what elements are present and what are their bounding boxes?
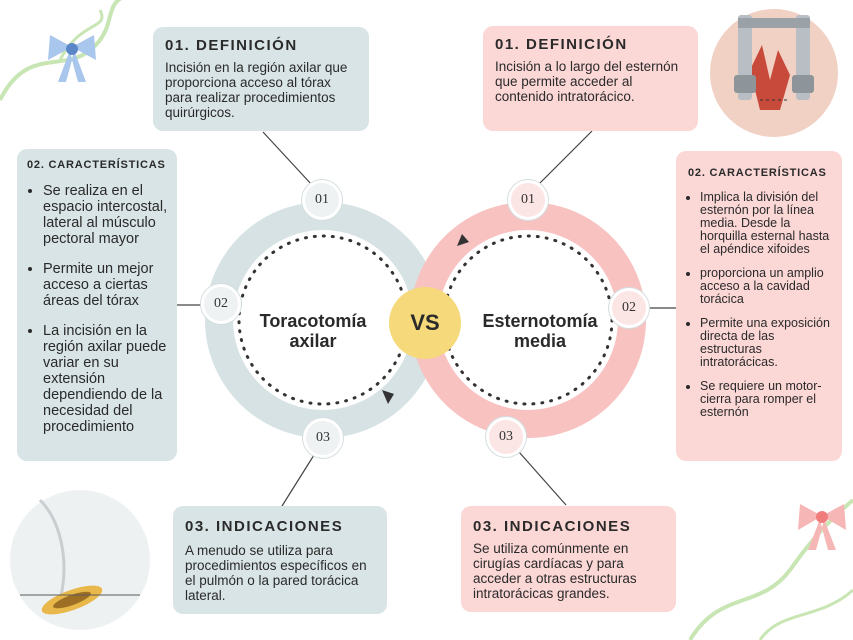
left-node-01: 01 xyxy=(302,180,342,220)
left-characteristics-box: 02. CARACTERÍSTICAS Se realiza en el esp… xyxy=(17,149,177,461)
right-indications-text: Se utiliza comúnmente en cirugías cardía… xyxy=(473,541,637,601)
right-node-01: 01 xyxy=(508,180,548,220)
ribbon-bottom-right xyxy=(688,498,853,640)
left-indications-text: A menudo se utiliza para procedimientos … xyxy=(185,543,367,603)
list-item: Permite un mejor acceso a ciertas áreas … xyxy=(43,261,171,309)
left-center-title-line2: axilar xyxy=(289,331,337,351)
sternotomy-illustration xyxy=(710,9,838,137)
list-item: proporciona un amplio acceso a la cavida… xyxy=(700,267,838,306)
blue-bow-icon xyxy=(48,35,96,82)
right-node-03: 03 xyxy=(486,417,526,457)
right-center-title: Esternotomía media xyxy=(470,311,610,351)
left-indications-box: 03. INDICACIONES A menudo se utiliza par… xyxy=(173,506,387,614)
left-characteristics-list: Se realiza en el espacio intercostal, la… xyxy=(23,183,171,435)
arrow-right-ring xyxy=(457,234,469,246)
right-center-title-line1: Esternotomía xyxy=(482,311,598,331)
list-item: Permite una exposición directa de las es… xyxy=(700,317,838,369)
vs-badge: VS xyxy=(389,287,461,359)
right-indications-title: 03. INDICACIONES xyxy=(473,518,632,535)
left-center-title: Toracotomía axilar xyxy=(248,311,378,351)
left-characteristics-title: 02. CARACTERÍSTICAS xyxy=(27,159,166,171)
left-indications-title: 03. INDICACIONES xyxy=(185,518,344,535)
pink-bow-icon xyxy=(798,504,846,550)
left-center-title-line1: Toracotomía xyxy=(259,311,367,331)
list-item: Implica la división del esternón por la … xyxy=(700,191,838,256)
arrow-left-ring xyxy=(382,390,394,404)
right-definition-text: Incisión a lo largo del esternón que per… xyxy=(495,59,679,104)
axillary-illustration xyxy=(10,490,150,630)
right-characteristics-box: 02. CARACTERÍSTICAS Implica la división … xyxy=(676,151,842,461)
list-item: La incisión en la región axilar puede va… xyxy=(43,323,171,435)
left-definition-title: 01. DEFINICIÓN xyxy=(165,37,298,54)
right-definition-box: 01. DEFINICIÓN Incisión a lo largo del e… xyxy=(483,26,698,131)
left-node-02: 02 xyxy=(201,284,241,324)
left-definition-box: 01. DEFINICIÓN Incisión en la región axi… xyxy=(153,27,369,131)
right-characteristics-list: Implica la división del esternón por la … xyxy=(680,191,838,419)
right-characteristics-title: 02. CARACTERÍSTICAS xyxy=(688,167,827,179)
left-node-03: 03 xyxy=(303,418,343,458)
left-definition-text: Incisión en la región axilar que proporc… xyxy=(165,60,348,120)
right-definition-title: 01. DEFINICIÓN xyxy=(495,36,628,53)
list-item: Se realiza en el espacio intercostal, la… xyxy=(43,183,171,247)
right-node-02: 02 xyxy=(609,288,649,328)
right-center-title-line2: media xyxy=(513,331,567,351)
right-indications-box: 03. INDICACIONES Se utiliza comúnmente e… xyxy=(461,506,676,612)
list-item: Se requiere un motor-cierra para romper … xyxy=(700,380,838,419)
